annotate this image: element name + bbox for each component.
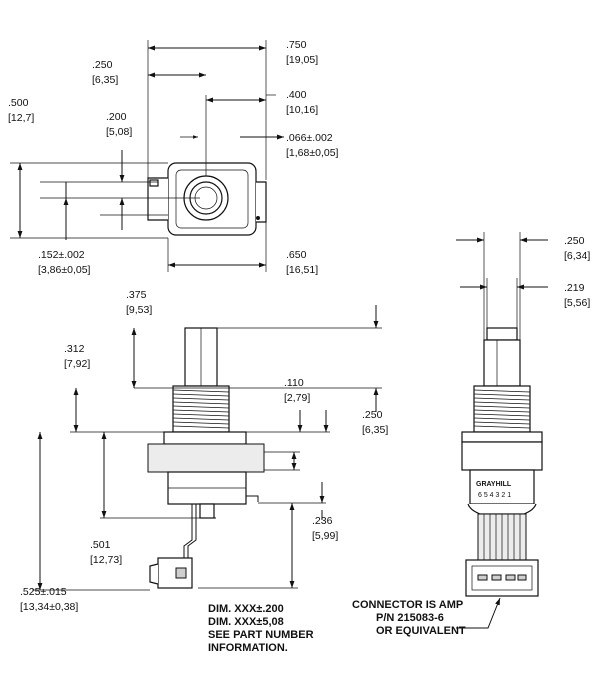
dim-250: .250 xyxy=(92,59,113,71)
dim-250-front-mm: [6,34] xyxy=(564,250,590,262)
note-line-2: DIM. XXX±5,08 xyxy=(208,616,284,628)
dim-200: .200 xyxy=(106,111,127,123)
brand-label: GRAYHILL xyxy=(476,481,512,488)
dim-375-mm: [9,53] xyxy=(126,304,152,316)
connector-leader xyxy=(456,597,501,629)
connector-note-line-2: P/N 215083-6 xyxy=(376,612,444,624)
dim-750-mm: [19,05] xyxy=(286,54,318,66)
dim-250-front: .250 xyxy=(564,235,585,247)
pin-numbers: 6 5 4 3 2 1 xyxy=(478,492,511,499)
dim-219: .219 xyxy=(564,282,585,294)
dim-650-mm: [16,51] xyxy=(286,264,318,276)
top-view-extension-lines xyxy=(10,40,276,272)
front-view-body xyxy=(461,327,543,597)
top-view: .750 [19,05] .250 [6,35] .400 [10,16] .5… xyxy=(8,39,339,276)
connector-note-line-3: OR EQUIVALENT xyxy=(376,625,466,637)
connector-note: CONNECTOR IS AMP P/N 215083-6 OR EQUIVAL… xyxy=(352,599,466,637)
dim-236: .236 xyxy=(312,515,333,527)
dim-501: .501 xyxy=(90,539,111,551)
dim-250-side-mm: [6,35] xyxy=(362,424,388,436)
dim-152: .152±.002 xyxy=(38,249,85,261)
side-view-note: DIM. XXX±.200 DIM. XXX±5,08 SEE PART NUM… xyxy=(208,603,314,654)
dim-236-mm: [5,99] xyxy=(312,530,338,542)
side-view-body xyxy=(147,327,265,589)
dim-110: .110 xyxy=(284,377,304,389)
dim-110-mm: [2,79] xyxy=(284,392,310,404)
note-line-4: INFORMATION. xyxy=(208,642,288,654)
connector-note-line-1: CONNECTOR IS AMP xyxy=(352,599,463,611)
side-view: .375 [9,53] .312 [7,92] .110 [2,79] .250… xyxy=(20,289,388,654)
dim-200-mm: [5,08] xyxy=(106,126,132,138)
dim-650: .650 xyxy=(286,249,307,261)
dim-250-mm: [6,35] xyxy=(92,74,118,86)
dim-312-mm: [7,92] xyxy=(64,358,90,370)
dim-500: .500 xyxy=(8,97,29,109)
dim-400: .400 xyxy=(286,89,307,101)
dim-066-mm: [1,68±0,05] xyxy=(286,147,339,159)
note-line-1: DIM. XXX±.200 xyxy=(208,603,284,615)
dim-500-mm: [12,7] xyxy=(8,112,34,124)
dim-525: .525±.015 xyxy=(20,586,67,598)
dim-066: .066±.002 xyxy=(286,132,333,144)
dim-400-mm: [10,16] xyxy=(286,104,318,116)
dim-375: .375 xyxy=(126,289,147,301)
dim-152-mm: [3,86±0,05] xyxy=(38,264,91,276)
dim-501-mm: [12,73] xyxy=(90,554,122,566)
dim-312: .312 xyxy=(64,343,85,355)
dim-750: .750 xyxy=(286,39,307,51)
note-line-3: SEE PART NUMBER xyxy=(208,629,314,641)
dim-219-mm: [5,56] xyxy=(564,297,590,309)
side-view-extension-lines xyxy=(32,327,382,591)
dim-525-mm: [13,34±0,38] xyxy=(20,601,78,613)
top-view-body xyxy=(147,162,267,236)
dim-250-side: .250 xyxy=(362,409,383,421)
front-view: GRAYHILL 6 5 4 3 2 1 .250 [6,34] .219 [5… xyxy=(352,232,590,637)
